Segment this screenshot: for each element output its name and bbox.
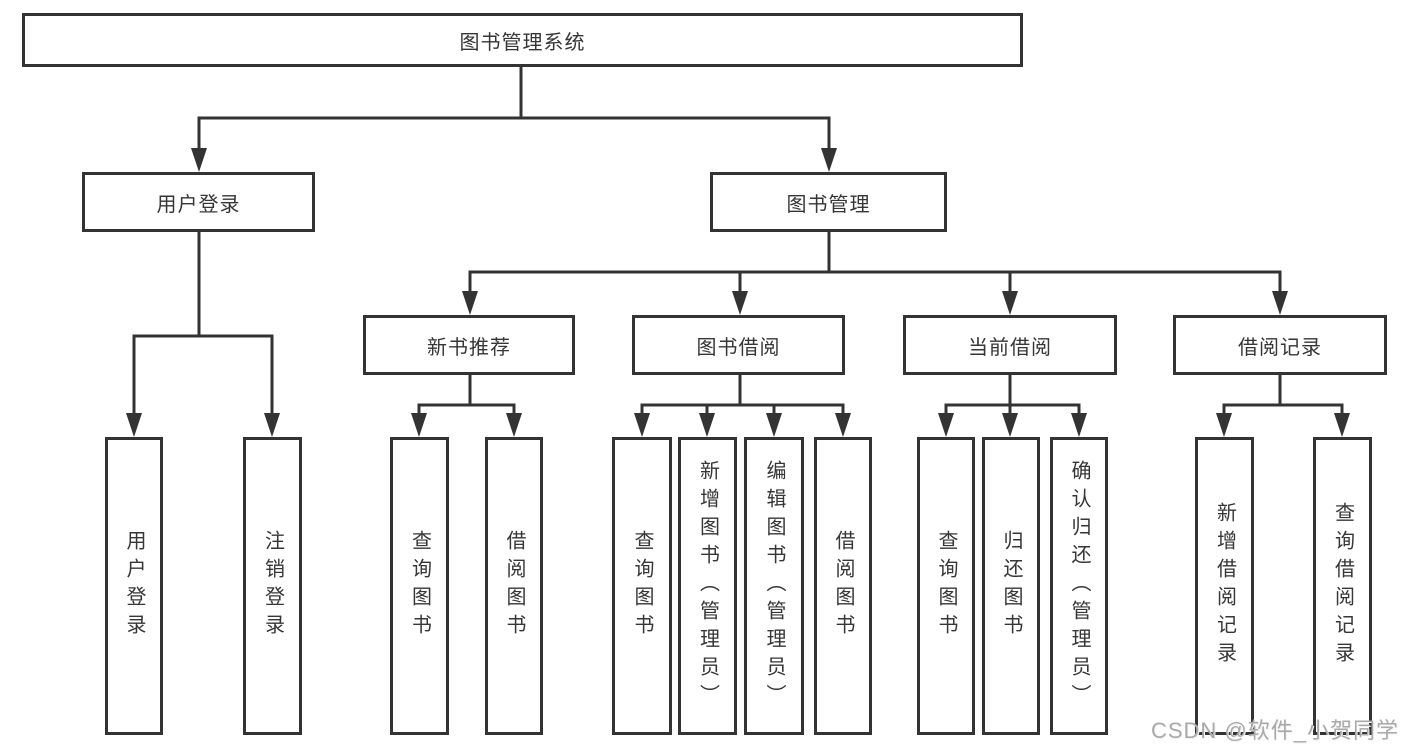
node-library-management-system: 图书管理系统: [22, 13, 1023, 67]
node-label: 当前借阅: [968, 336, 1052, 359]
leaf-label: 注销登录: [261, 530, 284, 642]
node-label: 用户登录: [156, 193, 241, 216]
leaf-label: 查询图书: [408, 530, 431, 642]
leaf-edit-book-admin: 编辑图书（管理员）: [744, 437, 804, 735]
leaf-add-book-admin: 新增图书（管理员）: [678, 437, 737, 735]
leaf-label: 新增借阅记录: [1213, 502, 1236, 670]
leaf-label: 查询图书: [935, 530, 957, 642]
node-label: 借阅记录: [1238, 336, 1322, 359]
leaf-label: 查询图书: [631, 530, 653, 642]
leaf-label: 用户登录: [123, 530, 145, 642]
leaf-query-books-current: 查询图书: [917, 437, 975, 735]
node-book-borrowing: 图书借阅: [632, 315, 845, 375]
node-new-book-recommendation: 新书推荐: [363, 315, 575, 375]
leaf-borrow-books-borrowing: 借阅图书: [814, 437, 872, 735]
leaf-label: 查询借阅记录: [1331, 502, 1354, 670]
leaf-label: 归还图书: [1000, 530, 1022, 642]
node-label: 图书管理系统: [459, 31, 586, 54]
leaf-query-books-recommend: 查询图书: [390, 437, 449, 735]
leaf-return-books: 归还图书: [982, 437, 1040, 735]
node-book-management: 图书管理: [710, 172, 947, 232]
node-user-login: 用户登录: [82, 172, 315, 232]
node-label: 新书推荐: [427, 336, 511, 359]
node-label: 图书管理: [786, 193, 871, 216]
leaf-confirm-return-admin: 确认归还（管理员）: [1050, 437, 1108, 735]
leaf-logout: 注销登录: [243, 437, 302, 735]
leaf-query-books-borrowing: 查询图书: [612, 437, 672, 735]
leaf-label: 借阅图书: [503, 530, 525, 642]
watermark: CSDN @软件_小贺同学: [1150, 718, 1399, 743]
leaf-user-login: 用户登录: [105, 437, 163, 735]
leaf-label: 新增图书（管理员）: [696, 460, 719, 712]
node-label: 图书借阅: [696, 336, 781, 359]
leaf-label: 确认归还（管理员）: [1068, 460, 1090, 712]
leaf-borrow-books-recommend: 借阅图书: [485, 437, 543, 735]
leaf-add-borrow-record: 新增借阅记录: [1195, 437, 1254, 735]
leaf-query-borrow-record: 查询借阅记录: [1313, 437, 1372, 735]
node-borrowing-records: 借阅记录: [1173, 315, 1387, 375]
node-current-borrowing: 当前借阅: [903, 315, 1117, 375]
leaf-label: 借阅图书: [832, 530, 854, 642]
leaf-label: 编辑图书（管理员）: [763, 460, 785, 712]
